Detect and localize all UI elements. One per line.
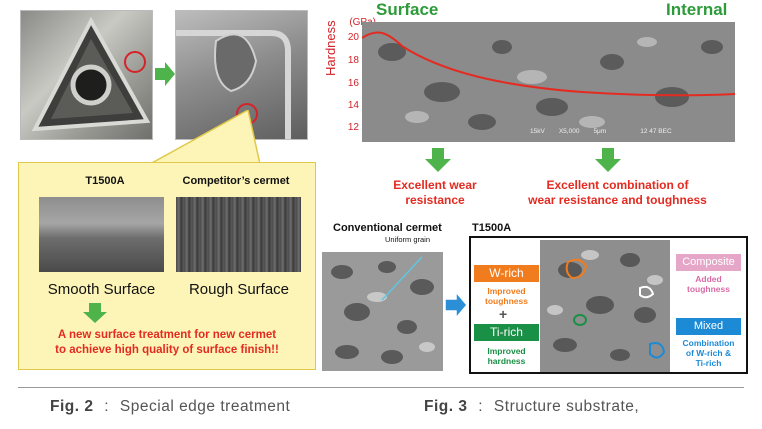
- ti-rich-tag: Ti-rich: [474, 324, 539, 341]
- edge-treatment-box: T1500A Competitor’s cermet Smooth Surfac…: [18, 162, 316, 370]
- w-rich-tag: W-rich: [474, 265, 539, 282]
- green-arrow-down-icon: [425, 148, 451, 177]
- smooth-surface-label: Smooth Surface: [47, 281, 156, 298]
- edge-closeup-photo: [175, 10, 308, 140]
- w-rich-note: Improved toughness: [485, 286, 528, 306]
- caption-divider: [18, 387, 744, 388]
- sem-scale-bar: 15kV X5,000 5μm 12 47 BEC: [530, 128, 672, 135]
- insert-photo: [20, 10, 153, 140]
- uniform-grain-label: Uniform grain: [385, 235, 431, 244]
- conventional-cermet-title: Conventional cermet: [333, 222, 442, 234]
- hardness-sem-image: 15kV X5,000 5μm 12 47 BEC: [362, 22, 735, 142]
- tick-12: 12: [347, 122, 359, 133]
- mixed-note: Combination of W-rich & Ti-rich: [682, 338, 735, 368]
- surface-header: Surface: [376, 0, 439, 19]
- treatment-statement-line2: to achieve high quality of surface finis…: [55, 344, 279, 356]
- treatment-statement-line1: A new surface treatment for new cermet: [57, 329, 277, 341]
- composite-note: Added toughness: [687, 274, 730, 294]
- smooth-surface-image: [39, 197, 164, 272]
- edge-highlight-circle: [124, 51, 146, 73]
- tick-18: 18: [347, 55, 359, 66]
- competitor-title: Competitor’s cermet: [182, 175, 290, 187]
- fig3-caption: Fig. 3 : Structure substrate,: [424, 398, 640, 415]
- t1500a-title: T1500A: [85, 175, 125, 187]
- mixed-tag: Mixed: [676, 318, 741, 335]
- green-arrow-down-icon: [83, 303, 107, 328]
- rough-surface-label: Rough Surface: [188, 281, 290, 298]
- internal-header: Internal: [666, 0, 728, 19]
- yaxis-label: Hardness: [323, 20, 338, 76]
- tick-14: 14: [347, 100, 359, 111]
- fig2-caption: Fig. 2 : Special edge treatment: [50, 398, 291, 415]
- wear-resistance-label: Excellent wear resistance: [393, 178, 477, 207]
- tick-20: 20: [347, 32, 359, 43]
- t1500a-sem-image: [540, 240, 670, 372]
- combination-label: Excellent combination of wear resistance…: [528, 178, 707, 207]
- plus-sign: +: [499, 306, 508, 322]
- composite-tag: Composite: [676, 254, 741, 271]
- green-arrow-right-icon: [155, 62, 175, 91]
- ti-rich-note: Improved hardness: [487, 346, 526, 366]
- conventional-sem-image: [322, 252, 443, 371]
- tick-16: 16: [347, 78, 359, 89]
- rough-surface-image: [176, 197, 301, 272]
- green-arrow-down-icon: [595, 148, 621, 177]
- t1500a-structure-title: T1500A: [472, 222, 512, 234]
- blue-arrow-right-icon: [444, 289, 468, 323]
